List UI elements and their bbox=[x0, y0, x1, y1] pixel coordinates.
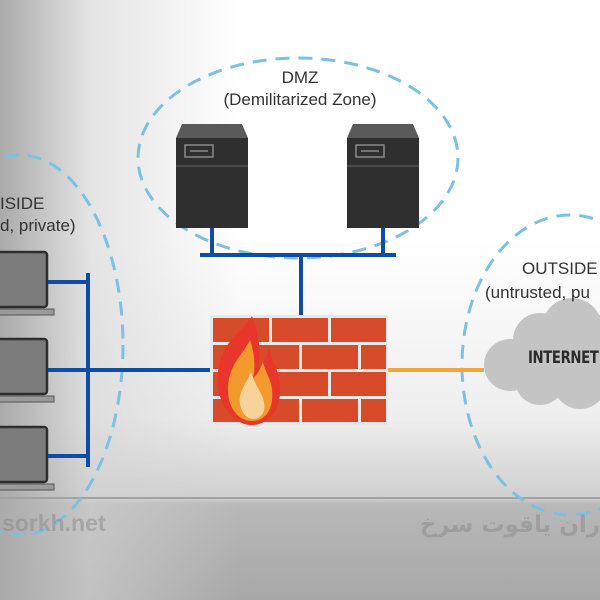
inside-subtitle: d, private) bbox=[0, 216, 76, 235]
dmz-server-1 bbox=[176, 124, 248, 228]
floor-divider bbox=[0, 497, 600, 499]
dmz-title: DMZ bbox=[281, 68, 319, 87]
watermark-left: sorkh.net bbox=[2, 510, 106, 536]
inside-laptop-3 bbox=[0, 425, 55, 491]
inside-zone-boundary bbox=[0, 153, 125, 537]
inside-title: ISIDE bbox=[0, 194, 45, 213]
outside-title: OUTSIDE bbox=[522, 259, 598, 278]
internet-label: INTERNET bbox=[528, 348, 599, 368]
dmz-server-2 bbox=[347, 124, 419, 228]
dmz-subtitle: (Demilitarized Zone) bbox=[223, 90, 377, 109]
inside-laptop-1 bbox=[0, 250, 55, 316]
outside-zone-boundary bbox=[460, 213, 600, 517]
firewall bbox=[210, 315, 388, 426]
dmz-zone-boundary bbox=[136, 56, 460, 260]
inside-laptop-2 bbox=[0, 337, 55, 403]
inside-links bbox=[48, 273, 210, 467]
outside-subtitle: (untrusted, pu bbox=[485, 283, 590, 302]
watermark-right: ران یاقوت سرخ bbox=[419, 512, 600, 538]
dmz-links bbox=[200, 228, 396, 315]
fire-icon bbox=[217, 316, 281, 426]
internet-cloud-icon bbox=[484, 298, 600, 409]
